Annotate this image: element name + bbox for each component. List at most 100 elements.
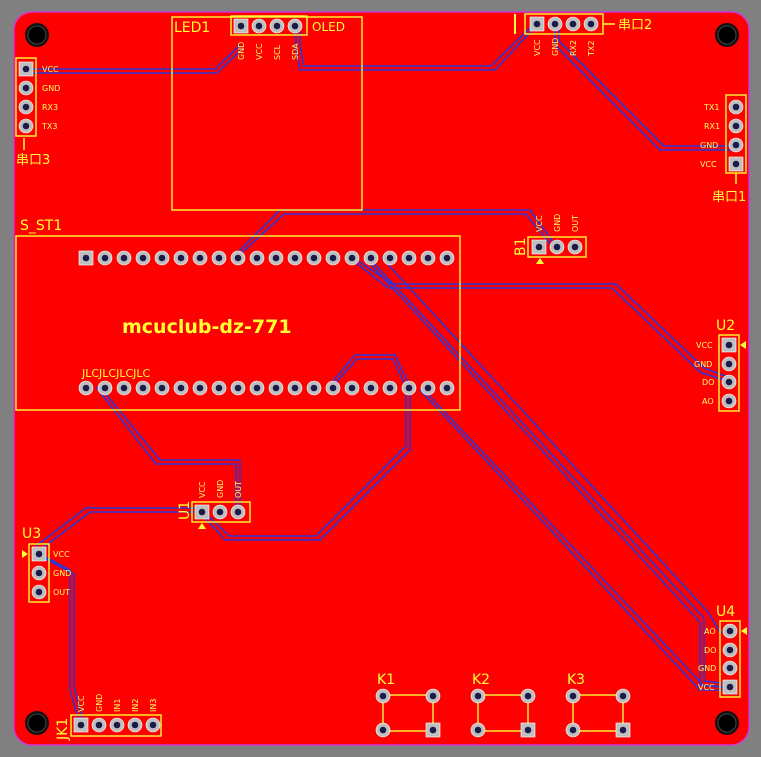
mcu-top-pin-17-icon[interactable] <box>382 250 398 266</box>
mcu-top-pin-19-icon[interactable] <box>420 250 436 266</box>
uart2-pin-2-icon[interactable] <box>547 16 563 32</box>
uart2-header[interactable]: 串口2 VCC GND RX2 TX2 <box>514 13 652 57</box>
mcu-top-pin-8-icon[interactable] <box>211 250 227 266</box>
oled-pin-4-icon[interactable] <box>287 18 303 34</box>
mcu-top-pin-5-icon[interactable] <box>154 250 170 266</box>
mcu-bottom-pin-2-icon[interactable] <box>97 380 113 396</box>
oled-pin-1-icon[interactable] <box>233 18 249 34</box>
mcu-bottom-pin-20-icon[interactable] <box>439 380 455 396</box>
jk1-relay-header[interactable]: JK1 VCC GND IN1 IN2 IN3 <box>55 694 162 741</box>
uart1-pin-4-icon[interactable] <box>728 156 744 172</box>
mcu-bottom-pin-9-icon[interactable] <box>230 380 246 396</box>
mcu-top-pin-2-icon[interactable] <box>97 250 113 266</box>
u4-pin-2-icon[interactable] <box>722 642 738 658</box>
mcu-top-pin-11-icon[interactable] <box>268 250 284 266</box>
u1-sensor[interactable]: U1 VCC GND OUT <box>177 480 251 529</box>
mcu-top-pin-18-icon[interactable] <box>401 250 417 266</box>
mcu-top-pin-10-icon[interactable] <box>249 250 265 266</box>
mcu-bottom-pin-12-icon[interactable] <box>287 380 303 396</box>
mcu-top-pin-1-icon[interactable] <box>78 250 94 266</box>
mcu-bottom-pin-14-icon[interactable] <box>325 380 341 396</box>
jk1-pin-3-icon[interactable] <box>109 717 125 733</box>
uart2-pin-3-icon[interactable] <box>565 16 581 32</box>
mcu-bottom-pin-6-icon[interactable] <box>173 380 189 396</box>
u1-pin-1-icon[interactable] <box>194 504 210 520</box>
jk1-pin-4-icon[interactable] <box>127 717 143 733</box>
mcu-top-pin-15-icon[interactable] <box>344 250 360 266</box>
uart3-pin-4-icon[interactable] <box>18 118 34 134</box>
mcu-bottom-pin-13-icon[interactable] <box>306 380 322 396</box>
u3-pin-2-icon[interactable] <box>31 565 47 581</box>
oled-pin-2-icon[interactable] <box>251 18 267 34</box>
board-outline <box>13 11 750 746</box>
jk1-pin-2-icon[interactable] <box>91 717 107 733</box>
mcu-top-pin-6-icon[interactable] <box>173 250 189 266</box>
u4-sensor[interactable]: U4 AO DO GND VCC <box>698 604 747 698</box>
u4-pin-4-icon[interactable] <box>722 679 738 695</box>
mcu-top-pin-16-icon[interactable] <box>363 250 379 266</box>
u2-pin-label-3: DO <box>702 378 714 387</box>
mcu-top-pin-9-icon[interactable] <box>230 250 246 266</box>
mcu-bottom-pin-16-icon[interactable] <box>363 380 379 396</box>
mcu-bottom-pin-3-icon[interactable] <box>116 380 132 396</box>
u3-pin-3-icon[interactable] <box>31 584 47 600</box>
button-k1[interactable]: K1 <box>375 672 441 738</box>
mcu-top-pin-3-icon[interactable] <box>116 250 132 266</box>
uart3-header[interactable]: 串口3 VCC GND RX3 TX3 <box>15 57 60 168</box>
b1-pin-1-icon[interactable] <box>531 239 547 255</box>
jk1-pin-1-icon[interactable] <box>73 717 89 733</box>
button-k2[interactable]: K2 <box>470 672 536 738</box>
uart2-pin-1-icon[interactable] <box>529 16 545 32</box>
u1-pin-2-icon[interactable] <box>212 504 228 520</box>
oled-pin-label-2: VCC <box>255 43 264 60</box>
mcu-top-pin-7-icon[interactable] <box>192 250 208 266</box>
b1-pin-2-icon[interactable] <box>549 239 565 255</box>
mcu-bottom-pin-8-icon[interactable] <box>211 380 227 396</box>
uart3-pin-2-icon[interactable] <box>18 80 34 96</box>
u2-pin-1-icon[interactable] <box>721 337 737 353</box>
mcu-top-pin-20-icon[interactable] <box>439 250 455 266</box>
mcu-bottom-pin-19-icon[interactable] <box>420 380 436 396</box>
jk1-pin-label-4: IN2 <box>131 699 140 712</box>
uart1-pin-2-icon[interactable] <box>728 118 744 134</box>
u2-pin-4-icon[interactable] <box>721 393 737 409</box>
b1-sensor[interactable]: B1 VCC GND OUT <box>513 214 587 264</box>
u2-sensor[interactable]: U2 VCC GND DO AO <box>694 318 746 412</box>
mcu-bottom-pin-10-icon[interactable] <box>249 380 265 396</box>
mcu-module[interactable]: S_ST1 mcuclub-dz-771 JLCJLCJLCJLC <box>15 218 461 411</box>
b1-pin-3-icon[interactable] <box>567 239 583 255</box>
u1-pin-3-icon[interactable] <box>230 504 246 520</box>
uart1-header[interactable]: 串口1 TX1 RX1 GND VCC <box>700 94 747 205</box>
mcu-top-pin-4-icon[interactable] <box>135 250 151 266</box>
mcu-bottom-pin-5-icon[interactable] <box>154 380 170 396</box>
u2-pin-3-icon[interactable] <box>721 374 737 390</box>
u3-pin-1-icon[interactable] <box>31 546 47 562</box>
oled-module[interactable]: LED1 OLED GND VCC SCL SDA <box>171 15 363 211</box>
u4-ref: U4 <box>716 604 735 620</box>
mcu-bottom-pin-17-icon[interactable] <box>382 380 398 396</box>
uart2-pin-4-icon[interactable] <box>583 16 599 32</box>
oled-pin-3-icon[interactable] <box>269 18 285 34</box>
uart3-pin-1-icon[interactable] <box>18 61 34 77</box>
u2-pin-label-1: VCC <box>696 341 713 350</box>
mcu-bottom-pin-1-icon[interactable] <box>78 380 94 396</box>
u3-sensor[interactable]: U3 VCC GND OUT <box>22 526 71 603</box>
mcu-top-pin-14-icon[interactable] <box>325 250 341 266</box>
uart1-pin-1-icon[interactable] <box>728 99 744 115</box>
mcu-bottom-pin-11-icon[interactable] <box>268 380 284 396</box>
button-k3[interactable]: K3 <box>565 672 631 738</box>
u4-pin-1-icon[interactable] <box>722 623 738 639</box>
mcu-bottom-pin-18-icon[interactable] <box>401 380 417 396</box>
oled-pin-label-4: SDA <box>291 43 300 60</box>
uart1-pin-3-icon[interactable] <box>728 137 744 153</box>
u2-pin-2-icon[interactable] <box>721 356 737 372</box>
uart3-pin-3-icon[interactable] <box>18 99 34 115</box>
mcu-bottom-pin-15-icon[interactable] <box>344 380 360 396</box>
mcu-bottom-pin-7-icon[interactable] <box>192 380 208 396</box>
mcu-top-pin-12-icon[interactable] <box>287 250 303 266</box>
uart3-pin-label-1: VCC <box>42 65 59 74</box>
mcu-bottom-pin-4-icon[interactable] <box>135 380 151 396</box>
u4-pin-3-icon[interactable] <box>722 660 738 676</box>
jk1-pin-5-icon[interactable] <box>145 717 161 733</box>
mcu-top-pin-13-icon[interactable] <box>306 250 322 266</box>
